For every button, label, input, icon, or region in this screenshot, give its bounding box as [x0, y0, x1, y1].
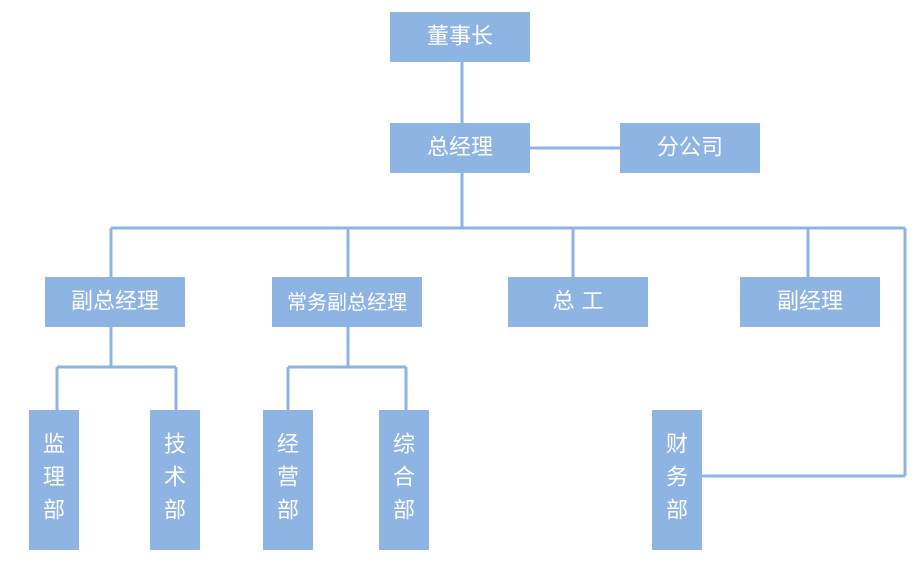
node-branch-company: 分公司: [620, 123, 760, 173]
node-vice-manager-label: 副经理: [777, 290, 843, 315]
node-executive-deputy-gm-label: 常务副总经理: [287, 290, 407, 314]
node-executive-deputy-gm: 常务副总经理: [272, 277, 422, 327]
node-chairman: 董事长: [390, 12, 530, 62]
node-finance-dept: 财务部: [652, 410, 702, 550]
node-general-affairs-dept-label: 综合部: [393, 433, 415, 524]
node-operations-dept-box: [263, 410, 313, 550]
node-supervision-dept-box: [29, 410, 79, 550]
connectors: [55, 62, 907, 478]
node-chairman-label: 董事长: [427, 25, 493, 50]
node-finance-dept-label: 财务部: [666, 433, 688, 524]
node-deputy-gm-label: 副总经理: [71, 290, 159, 315]
node-vice-manager: 副经理: [740, 277, 880, 327]
node-chairman-box: [390, 12, 530, 62]
node-vice-manager-box: [740, 277, 880, 327]
node-finance-dept-box: [652, 410, 702, 550]
node-general-manager: 总经理: [390, 123, 530, 173]
node-deputy-gm-box: [45, 277, 185, 327]
node-general-affairs-dept: 综合部: [379, 410, 429, 550]
node-chief-engineer: 总 工: [508, 277, 648, 327]
node-operations-dept-label: 经营部: [277, 433, 299, 524]
node-supervision-dept: 监理部: [29, 410, 79, 550]
node-technical-dept-label: 技术部: [164, 433, 186, 524]
node-deputy-gm: 副总经理: [45, 277, 185, 327]
node-general-manager-label: 总经理: [427, 136, 493, 161]
node-chief-engineer-label: 总 工: [553, 290, 604, 315]
node-chief-engineer-box: [508, 277, 648, 327]
node-branch-company-label: 分公司: [657, 136, 723, 161]
node-operations-dept: 经营部: [263, 410, 313, 550]
node-general-affairs-dept-box: [379, 410, 429, 550]
node-supervision-dept-label: 监理部: [43, 433, 65, 524]
node-technical-dept-box: [150, 410, 200, 550]
node-technical-dept: 技术部: [150, 410, 200, 550]
node-branch-company-box: [620, 123, 760, 173]
node-general-manager-box: [390, 123, 530, 173]
node-executive-deputy-gm-box: [272, 277, 422, 327]
